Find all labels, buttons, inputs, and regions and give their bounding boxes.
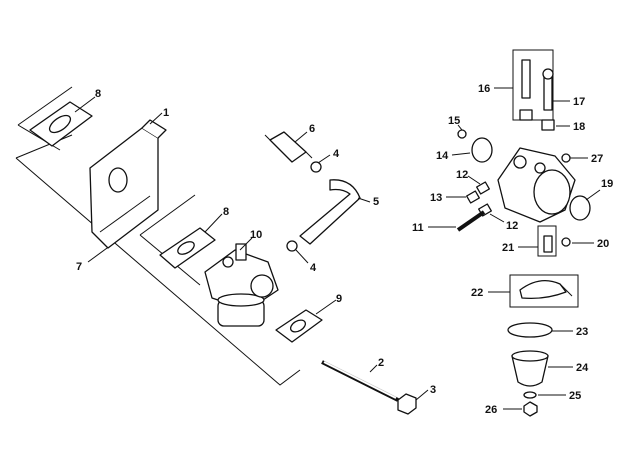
hose-clamp-upper (310, 161, 322, 173)
callout-14: 14 (436, 150, 449, 162)
carburetor-left (204, 243, 279, 327)
screw-12a (476, 181, 490, 195)
leader-lines (74, 87, 601, 410)
spring (541, 119, 555, 131)
callout-21: 21 (502, 242, 514, 254)
callout-12: 12 (506, 220, 518, 232)
hose-clamp-lower (286, 240, 298, 252)
mounting-stud (321, 360, 399, 402)
callout-1: 1 (163, 107, 169, 119)
float-22 (509, 274, 579, 308)
hex-nut (397, 393, 417, 415)
diaphragm-cover (471, 137, 493, 163)
carburetor-body-right (497, 147, 576, 223)
callout-12: 12 (456, 169, 468, 181)
air-cleaner-base (89, 119, 167, 249)
needle-11 (456, 210, 486, 232)
callout-7: 7 (76, 261, 82, 273)
gasket-top (29, 101, 93, 147)
bowl-gasket (507, 322, 553, 338)
callout-17: 17 (573, 96, 585, 108)
solenoid-21 (543, 235, 553, 253)
screw-13 (466, 190, 480, 204)
washer-20 (561, 237, 571, 247)
callout-25: 25 (569, 390, 581, 402)
callout-8: 8 (223, 206, 229, 218)
callout-labels: 8 1 7 8 10 6 4 5 4 9 2 3 16 17 18 15 14 … (76, 83, 613, 416)
callout-26: 26 (485, 404, 497, 416)
callout-4: 4 (310, 262, 317, 274)
screw-27 (561, 153, 571, 163)
callout-11: 11 (412, 222, 424, 234)
callout-27: 27 (591, 153, 603, 165)
fuel-line (299, 179, 361, 245)
callout-13: 13 (430, 192, 442, 204)
callout-20: 20 (597, 238, 609, 250)
gasket-middle (159, 227, 216, 269)
callout-3: 3 (430, 384, 436, 396)
callout-5: 5 (373, 196, 379, 208)
callout-10: 10 (250, 229, 262, 241)
callout-15: 15 (448, 115, 460, 127)
callout-16: 16 (478, 83, 490, 95)
callout-2: 2 (378, 357, 384, 369)
gasket-9 (275, 309, 323, 343)
callout-24: 24 (576, 362, 589, 374)
callout-23: 23 (576, 326, 588, 338)
callout-19: 19 (601, 178, 613, 190)
callout-9: 9 (336, 293, 342, 305)
fuel-filter (264, 131, 313, 163)
callout-4: 4 (333, 148, 340, 160)
callout-8: 8 (95, 88, 101, 100)
plug-19 (569, 195, 591, 221)
bowl-nut (523, 401, 538, 417)
callout-6: 6 (309, 123, 315, 135)
callout-18: 18 (573, 121, 585, 133)
screw-15 (457, 129, 467, 139)
washer-25 (523, 391, 537, 399)
bowl-vent-assembly (512, 49, 554, 121)
fuel-bowl (511, 350, 549, 387)
callout-22: 22 (471, 287, 483, 299)
